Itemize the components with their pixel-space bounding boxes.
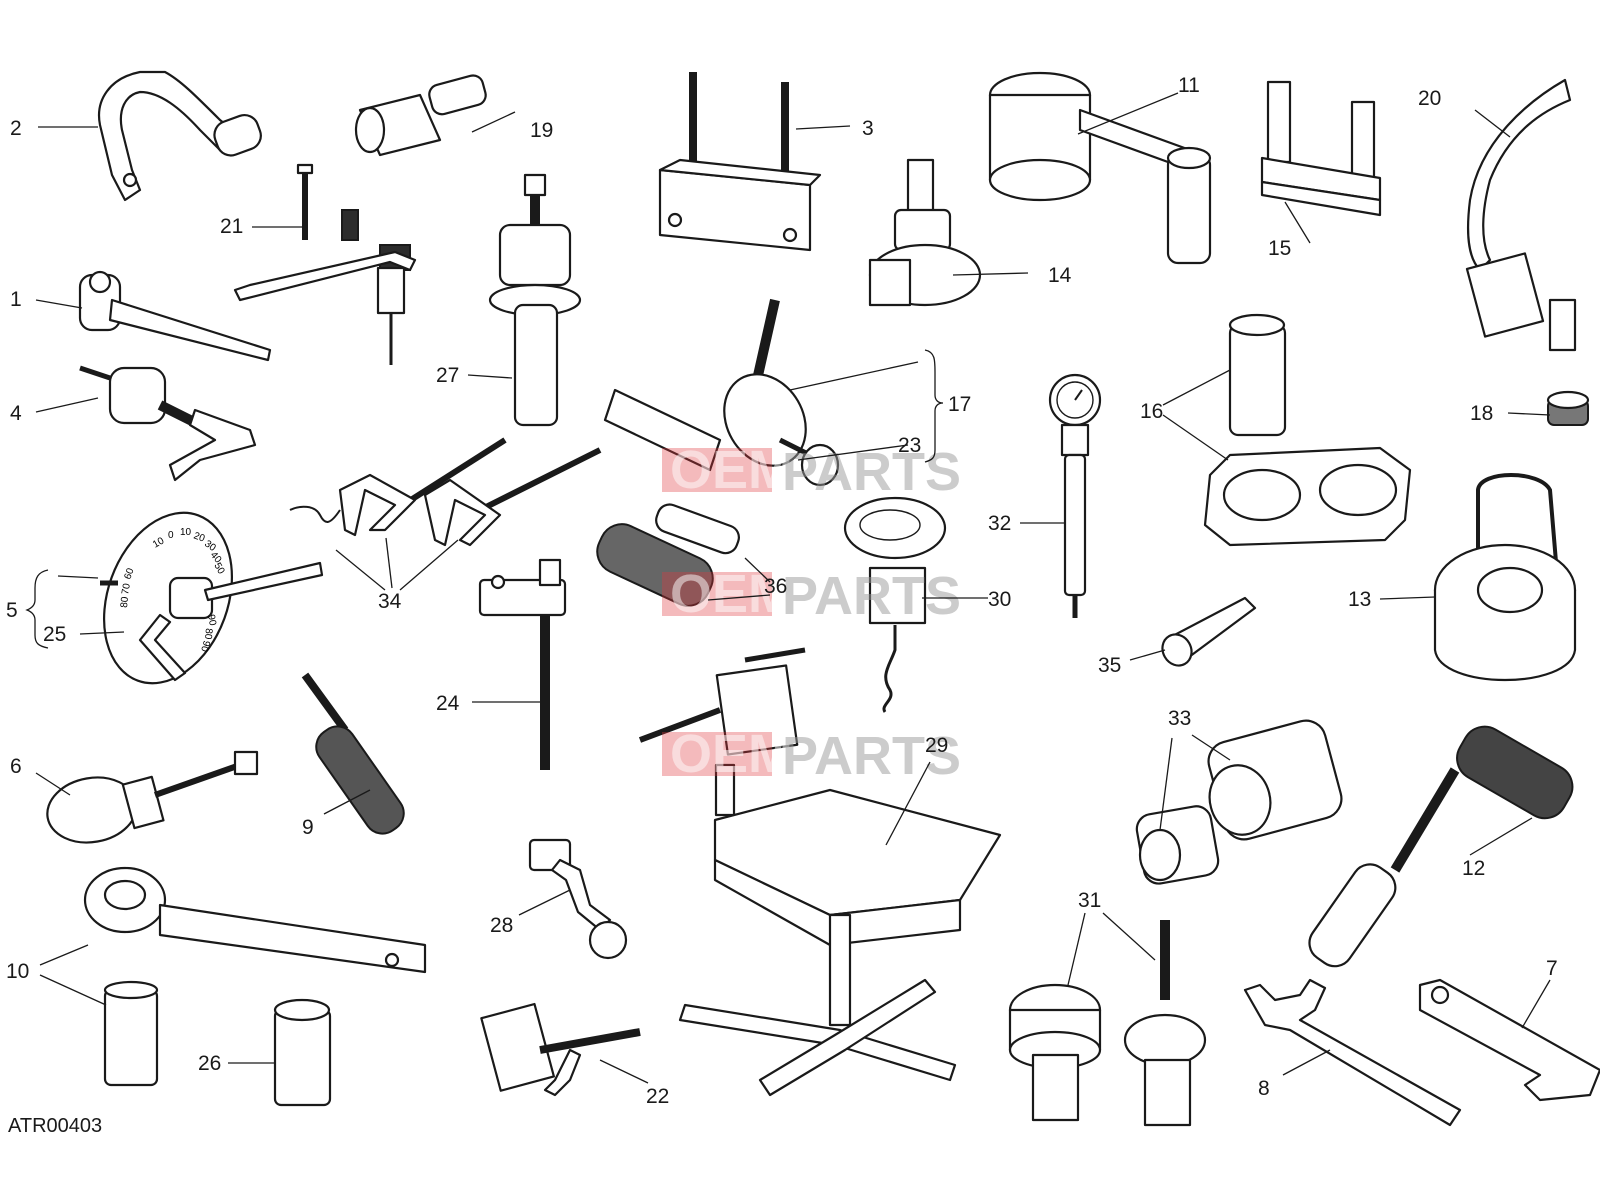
tool-34-fork-pins <box>289 437 602 547</box>
callout-1: 1 <box>10 288 22 311</box>
tool-22-flange-puller <box>480 1002 641 1097</box>
tool-21-bridge-gauge <box>233 163 417 365</box>
tool-27-press-tool <box>488 173 582 427</box>
tool-19-socket-adapter <box>354 74 487 157</box>
callout-19: 19 <box>530 119 553 142</box>
callout-5: 5 <box>6 599 18 622</box>
callout-7: 7 <box>1546 957 1558 980</box>
tool-29-engine-stand <box>638 647 1002 1097</box>
callout-15: 15 <box>1268 237 1291 260</box>
tool-8-hook-wrench <box>1243 978 1462 1127</box>
callout-31: 31 <box>1078 889 1101 912</box>
callout-10: 10 <box>6 960 29 983</box>
dial-scale-number: 80 <box>202 628 214 640</box>
callout-29: 29 <box>925 734 948 757</box>
dial-scale-number: 90 <box>198 639 212 653</box>
tool-13-bucket-tool <box>1433 473 1577 681</box>
svg-text:PARTS: PARTS <box>782 566 961 626</box>
tool-5-degree-wheel: 10 0 10 20 30 40 50 60 70 80 90 80 90 <box>100 511 324 685</box>
tool-2-hook-wrench <box>97 70 262 202</box>
callout-35: 35 <box>1098 654 1121 677</box>
tool-24-clamp-pin <box>478 558 567 770</box>
callout-12: 12 <box>1462 857 1485 880</box>
callout-34: 34 <box>378 590 402 613</box>
dial-scale-number: 10 <box>180 527 192 538</box>
svg-text:OEM: OEM <box>670 440 793 500</box>
callout-8: 8 <box>1258 1077 1270 1100</box>
tool-6-strap-wrench <box>46 750 259 844</box>
watermark-bottom: OEM PARTS <box>662 724 961 786</box>
tool-17-lever-press <box>603 298 840 487</box>
callout-36: 36 <box>764 575 787 598</box>
tool-33-sockets <box>1135 719 1343 885</box>
tool-1-pin-spanner <box>78 270 272 362</box>
callout-16: 16 <box>1140 400 1163 423</box>
callout-26: 26 <box>198 1052 221 1075</box>
tool-32-dial-gauge-rod <box>1048 373 1102 618</box>
tool-18-nut <box>1546 390 1590 426</box>
dial-scale-number: 90 <box>205 614 218 627</box>
callout-27: 27 <box>436 364 459 387</box>
callout-6: 6 <box>10 755 22 778</box>
tool-10-ring-spanner <box>83 866 427 1087</box>
callout-32: 32 <box>988 512 1011 535</box>
callout-labels: 2 1 4 5 25 6 9 10 26 19 21 27 3 14 11 15… <box>6 74 1558 1137</box>
watermark-middle: OEM PARTS <box>662 564 961 626</box>
callout-21: 21 <box>220 215 243 238</box>
tool-12-handle <box>1308 725 1574 968</box>
tool-26-sleeve <box>273 998 332 1107</box>
callout-17: 17 <box>948 393 971 416</box>
svg-text:PARTS: PARTS <box>782 442 961 502</box>
dial-scale-number: 70 <box>120 582 133 595</box>
dial-scale-number: 0 <box>168 530 174 541</box>
diagram-code: ATR00403 <box>8 1115 102 1137</box>
tool-3-stud-fixture <box>658 72 822 252</box>
tool-14-flywheel-holder <box>868 158 982 307</box>
callout-14: 14 <box>1048 264 1072 287</box>
tool-30-dial-gauge <box>843 496 947 713</box>
dial-scale-number: 60 <box>122 566 136 581</box>
tool-28-cranked-wrench <box>528 838 628 960</box>
callout-33: 33 <box>1168 707 1191 730</box>
dial-scale-number: 50 <box>211 561 226 577</box>
tool-36-pin <box>596 503 740 607</box>
callout-24: 24 <box>436 692 460 715</box>
tool-9-knurled-punch <box>301 672 405 835</box>
tool-16-socket-ring-plate <box>1203 313 1412 547</box>
dial-scale-number: 20 <box>192 530 207 544</box>
tool-35-cone <box>1161 596 1257 667</box>
callout-4: 4 <box>10 402 22 425</box>
dial-scale-number: 10 <box>151 535 167 550</box>
svg-text:PARTS: PARTS <box>782 726 961 786</box>
callout-18: 18 <box>1470 402 1493 425</box>
callout-22: 22 <box>646 1085 669 1108</box>
tool-31-pin-sleeve <box>1008 920 1207 1127</box>
callout-23: 23 <box>898 434 921 457</box>
svg-text:OEM: OEM <box>670 724 793 784</box>
tool-11-offset-wrench <box>988 71 1212 265</box>
callout-2: 2 <box>10 117 22 140</box>
leader-lines <box>25 92 1551 1084</box>
svg-text:OEM: OEM <box>670 564 793 624</box>
callout-13: 13 <box>1348 588 1371 611</box>
callout-20: 20 <box>1418 87 1441 110</box>
callout-11: 11 <box>1178 74 1200 97</box>
tool-4-t-handle-puller <box>79 365 257 482</box>
callout-30: 30 <box>988 588 1011 611</box>
tool-15-fork-tool <box>1260 80 1382 217</box>
tool-20-arc-gauge <box>1465 78 1577 352</box>
callout-25: 25 <box>43 623 66 646</box>
watermark-top: OEM PARTS <box>662 440 961 502</box>
callout-28: 28 <box>490 914 513 937</box>
tool-7-bar-tool <box>1418 978 1600 1102</box>
callout-9: 9 <box>302 816 314 839</box>
callout-3: 3 <box>862 117 874 140</box>
dial-scale-number: 80 <box>119 596 131 608</box>
